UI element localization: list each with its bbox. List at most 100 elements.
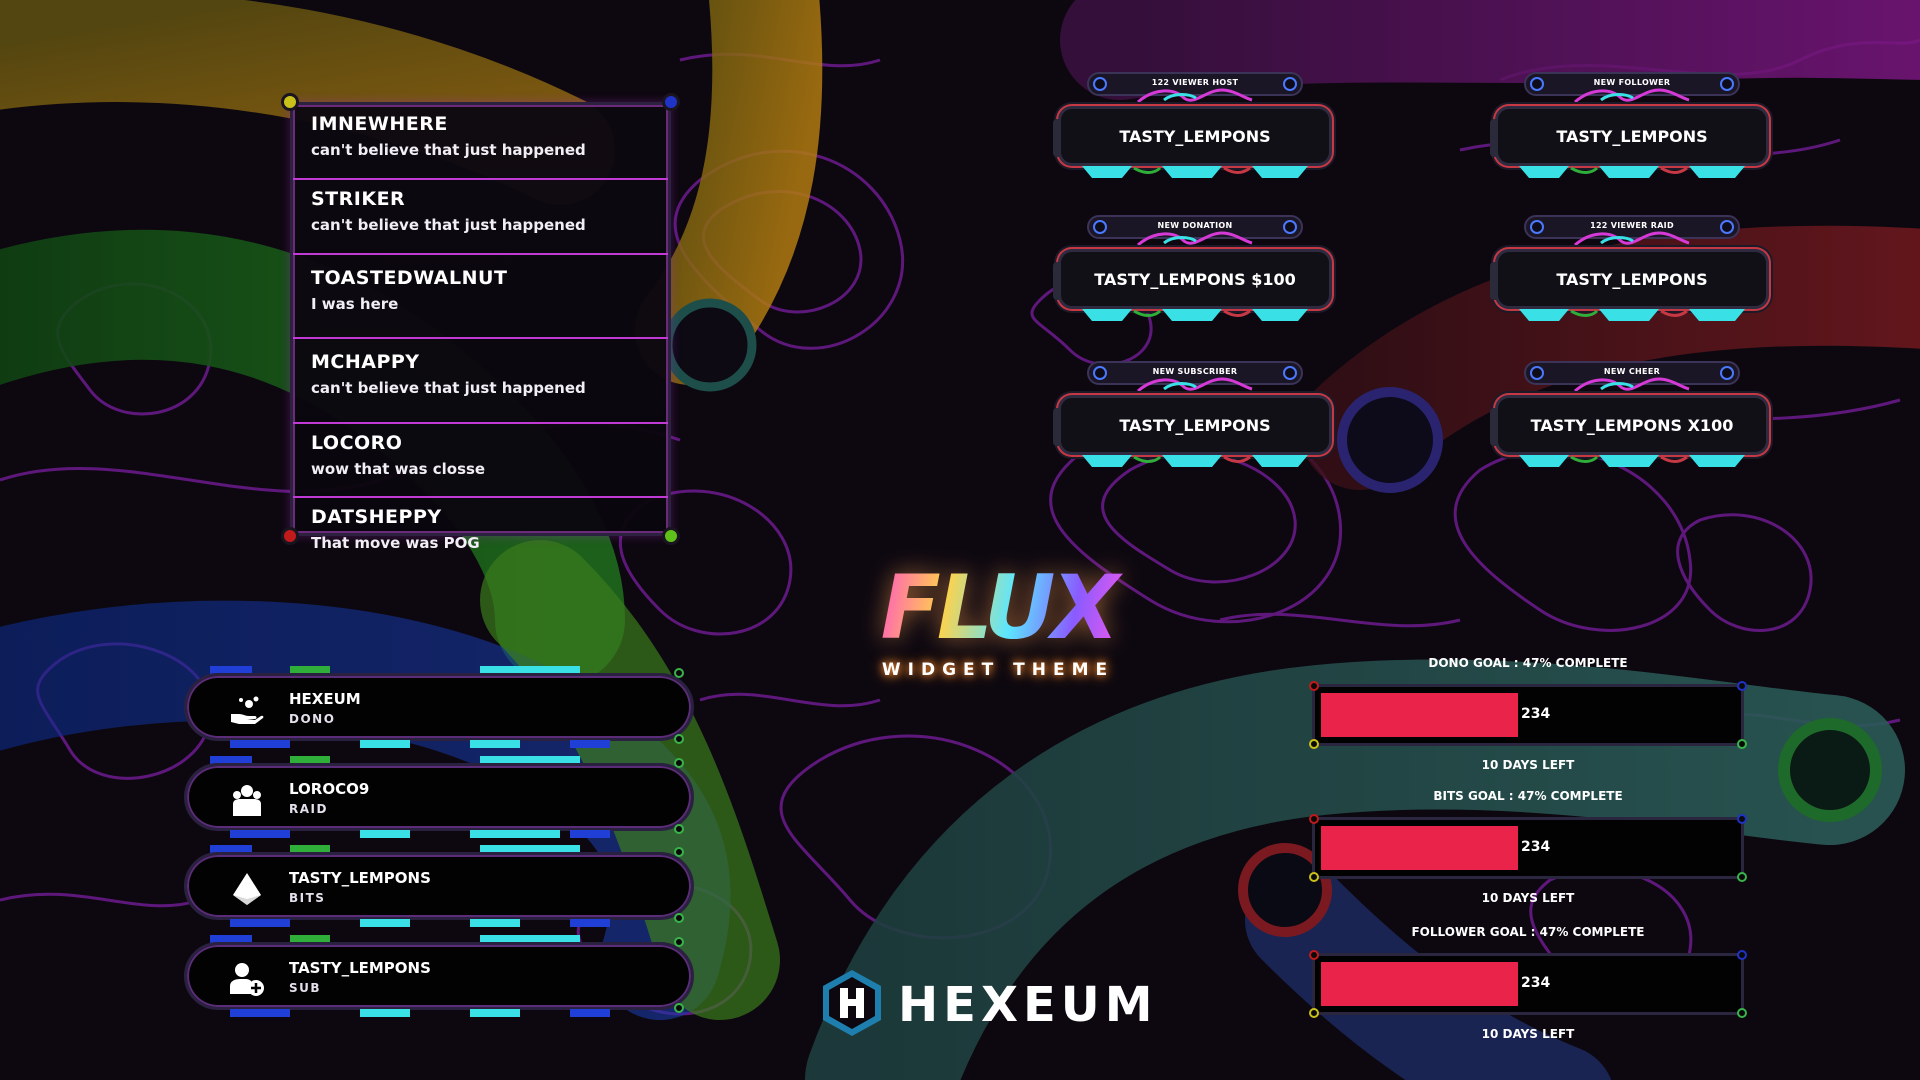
event-corner-dot — [674, 758, 684, 768]
event-row-bits: TASTY_LEMPONS BITS — [184, 845, 694, 927]
chat-message: TOASTEDWALNUT I was here — [293, 267, 668, 339]
chat-message-text: can't believe that just happened — [311, 379, 586, 397]
event-type: DONO — [289, 712, 336, 726]
chat-username: DATSHEPPY — [311, 506, 442, 528]
alert-wave-decoration — [1137, 88, 1253, 104]
alert-caption: 122 VIEWER RAID — [1590, 221, 1674, 230]
alert-wave-decoration — [1574, 231, 1690, 247]
subscriber-add-icon — [227, 959, 267, 999]
alert-cap-dot — [1283, 77, 1297, 91]
alert-cap-dot — [1530, 77, 1544, 91]
alert-text: TASTY_LEMPONS — [1119, 127, 1271, 146]
event-top-glow — [210, 935, 580, 943]
alert-cap-dot — [1283, 366, 1297, 380]
goal-corner-dot — [1309, 681, 1319, 691]
hexagon-h-icon — [820, 968, 884, 1042]
alert-cap-dot — [1283, 220, 1297, 234]
alert-underglow — [1519, 455, 1745, 467]
alert-caption: NEW DONATION — [1157, 221, 1233, 230]
goal-value: 234 — [1521, 706, 1551, 722]
alert-host: 122 VIEWER HOST TASTY_LEMPONS — [1053, 72, 1336, 180]
goal-progress-bar: 234 — [1309, 814, 1747, 882]
goal-follower: FOLLOWER GOAL : 47% COMPLETE 234 10 DAYS… — [1308, 925, 1748, 1045]
event-top-glow — [210, 666, 580, 674]
alert-caption-bar: NEW SUBSCRIBER — [1087, 361, 1303, 385]
alert-caption-bar: 122 VIEWER HOST — [1087, 72, 1303, 96]
chat-message: DATSHEPPY That move was POG — [293, 506, 668, 576]
chat-message: MCHAPPY can't believe that just happened — [293, 351, 668, 424]
bits-gem-icon — [227, 869, 267, 909]
hexeum-wordmark: HEXEUM — [898, 977, 1158, 1033]
goal-days-left: 10 DAYS LEFT — [1481, 758, 1575, 772]
chat-username: MCHAPPY — [311, 351, 420, 373]
alert-donation: NEW DONATION TASTY_LEMPONS $100 — [1053, 215, 1336, 323]
alert-wave-decoration — [1574, 377, 1690, 393]
alert-underglow — [1519, 166, 1745, 178]
alert-caption: NEW CHEER — [1603, 367, 1661, 376]
event-row-body: LOROCO9 RAID — [184, 763, 694, 831]
alert-text: TASTY_LEMPONS — [1119, 416, 1271, 435]
alert-caption-bar: NEW FOLLOWER — [1524, 72, 1740, 96]
goal-corner-dot — [1309, 950, 1319, 960]
donation-hand-icon — [227, 690, 267, 730]
goal-corner-dot — [1309, 739, 1319, 749]
event-row-raid: LOROCO9 RAID — [184, 756, 694, 838]
goal-dono: DONO GOAL : 47% COMPLETE 234 10 DAYS LEF… — [1308, 656, 1748, 776]
chat-message: STRIKER can't believe that just happened — [293, 188, 668, 255]
goal-corner-dot — [1737, 1008, 1747, 1018]
event-row-body: HEXEUM DONO — [184, 673, 694, 741]
alert-underglow — [1082, 166, 1308, 178]
event-type: RAID — [289, 802, 328, 816]
alert-text: TASTY_LEMPONS $100 — [1094, 270, 1296, 289]
chat-message-text: I was here — [311, 295, 399, 313]
event-corner-dot — [674, 1003, 684, 1013]
alert-body: TASTY_LEMPONS X100 — [1490, 395, 1769, 455]
event-row-body: TASTY_LEMPONS BITS — [184, 852, 694, 920]
goal-title: DONO GOAL : 47% COMPLETE — [1428, 656, 1628, 670]
alert-body: TASTY_LEMPONS — [1053, 106, 1332, 166]
alert-cap-dot — [1093, 77, 1107, 91]
chat-box: IMNEWHERE can't believe that just happen… — [281, 93, 680, 552]
event-corner-dot — [674, 937, 684, 947]
goal-value: 234 — [1521, 839, 1551, 855]
alert-body: TASTY_LEMPONS — [1053, 395, 1332, 455]
alert-wave-decoration — [1137, 231, 1253, 247]
event-top-glow — [210, 756, 580, 764]
alert-follower: NEW FOLLOWER TASTY_LEMPONS — [1490, 72, 1773, 180]
chat-username: IMNEWHERE — [311, 113, 448, 135]
goal-progress-fill — [1321, 826, 1518, 870]
event-corner-dot — [674, 668, 684, 678]
goal-value: 234 — [1521, 975, 1551, 991]
flux-logo: FLUX — [868, 556, 1128, 659]
alert-cap-dot — [1720, 77, 1734, 91]
goal-progress-fill — [1321, 962, 1518, 1006]
alert-caption: NEW SUBSCRIBER — [1152, 367, 1238, 376]
chat-corner-dot — [281, 93, 299, 111]
alert-cap-dot — [1530, 220, 1544, 234]
alert-caption: NEW FOLLOWER — [1593, 78, 1671, 87]
event-bottom-glow — [230, 740, 610, 748]
event-type: BITS — [289, 891, 326, 905]
event-type: SUB — [289, 981, 322, 995]
alert-text: TASTY_LEMPONS — [1556, 270, 1708, 289]
chat-message: LOCORO wow that was closse — [293, 432, 668, 498]
goal-corner-dot — [1737, 814, 1747, 824]
chat-message-text: That move was POG — [311, 534, 480, 552]
event-row-body: TASTY_LEMPONS SUB — [184, 942, 694, 1010]
goal-bits: BITS GOAL : 47% COMPLETE 234 10 DAYS LEF… — [1308, 789, 1748, 909]
alert-cap-dot — [1093, 220, 1107, 234]
goal-days-left: 10 DAYS LEFT — [1481, 891, 1575, 905]
alert-caption: 122 VIEWER HOST — [1151, 78, 1239, 87]
goal-progress-bar: 234 — [1309, 681, 1747, 749]
goal-title: FOLLOWER GOAL : 47% COMPLETE — [1411, 925, 1645, 939]
chat-message-text: wow that was closse — [311, 460, 486, 478]
raid-group-icon — [227, 780, 267, 820]
alert-cap-dot — [1530, 366, 1544, 380]
goal-corner-dot — [1309, 1008, 1319, 1018]
hexeum-brand: HEXEUM — [820, 970, 1158, 1040]
alert-underglow — [1519, 309, 1745, 321]
alert-body: TASTY_LEMPONS — [1490, 106, 1769, 166]
chat-corner-dot — [662, 93, 680, 111]
event-row-sub: TASTY_LEMPONS SUB — [184, 935, 694, 1017]
goal-corner-dot — [1737, 739, 1747, 749]
